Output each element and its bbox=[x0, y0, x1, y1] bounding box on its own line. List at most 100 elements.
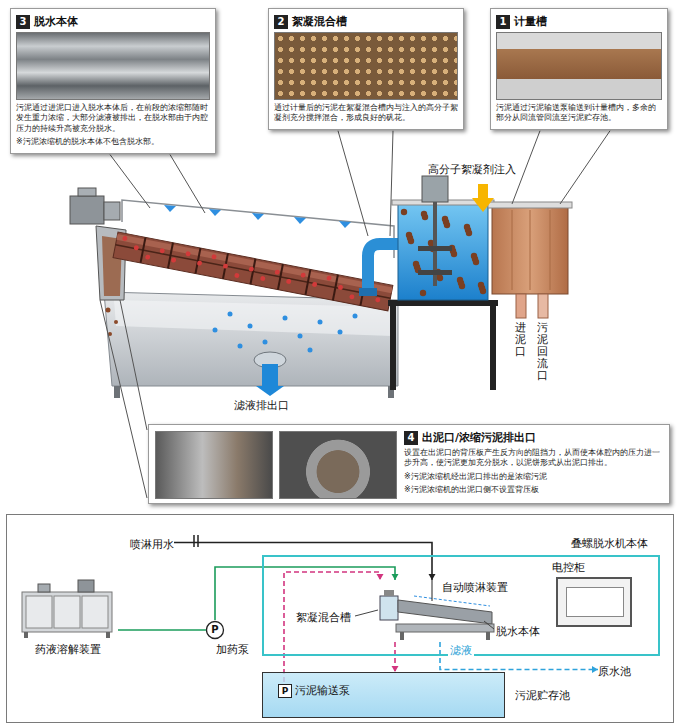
arrowhead bbox=[392, 574, 399, 580]
node-label: 喷淋用水 bbox=[130, 538, 174, 551]
vertical-label: 进泥口 bbox=[515, 322, 526, 358]
connector bbox=[284, 572, 384, 682]
drawing bbox=[396, 624, 494, 632]
sludge-dot bbox=[171, 257, 177, 263]
drawing bbox=[26, 596, 52, 628]
node-label: 原水池 bbox=[598, 665, 631, 678]
callout-box: 3 脱水本体污泥通过进泥口进入脱水本体后，在前段的浓缩部随时发生重力浓缩，大部分滤… bbox=[10, 8, 216, 154]
callout-text-column: 4 出泥口/浓缩污泥排出口设置在出泥口的背压板产生反方向的阻挡力，从而使本体腔内的… bbox=[404, 430, 664, 496]
floc-dot bbox=[442, 216, 448, 222]
sludge-dot bbox=[223, 263, 229, 269]
sludge-dot bbox=[197, 260, 203, 266]
raw-water-tank: 原水池 bbox=[598, 660, 631, 679]
source-label: 喷淋用水 bbox=[130, 533, 174, 552]
sludge-dot bbox=[326, 275, 332, 281]
callout-box: 2絮凝混合槽通过计量后的污泥在絮凝混合槽内与注入的高分子絮凝剂充分搅拌混合，形成… bbox=[268, 8, 464, 130]
floc-dot bbox=[471, 253, 477, 259]
arrowhead bbox=[429, 574, 436, 580]
annotation-label: 滤液排出口 bbox=[234, 398, 289, 413]
sludge-dot bbox=[312, 282, 318, 288]
floc-dot bbox=[464, 224, 470, 230]
drawing bbox=[414, 596, 490, 606]
drawing bbox=[398, 600, 492, 624]
screw-ring bbox=[168, 243, 173, 269]
floc-dot bbox=[421, 211, 427, 217]
screw-ring bbox=[223, 253, 228, 279]
arrowhead bbox=[592, 666, 598, 673]
connector-line bbox=[118, 629, 206, 631]
sludge-dot bbox=[300, 272, 306, 278]
leader-line bbox=[390, 131, 393, 236]
leader-line bbox=[100, 300, 147, 498]
pump-label: 污泥输送泵 bbox=[295, 683, 350, 698]
sludge-tank: 污泥贮存池 P污泥输送泵 bbox=[262, 672, 582, 720]
connector bbox=[440, 642, 598, 673]
control-cabinet: 电控柜 bbox=[552, 560, 636, 632]
vertical-label: 污泥回流口 bbox=[537, 322, 548, 382]
callout-heading: 脱水本体 bbox=[34, 14, 78, 29]
dosing-device-drawing bbox=[18, 578, 118, 640]
connector bbox=[392, 642, 399, 672]
drawing bbox=[82, 596, 108, 628]
callout-heading-row: 3 脱水本体 bbox=[16, 14, 210, 29]
cabinet-label: 电控柜 bbox=[552, 560, 585, 575]
callout-number: 4 bbox=[404, 431, 418, 445]
photo bbox=[279, 431, 397, 499]
sludge-dot bbox=[249, 266, 255, 272]
connector-line bbox=[174, 543, 432, 581]
floc-dot bbox=[401, 209, 407, 215]
pump-letter: P bbox=[278, 684, 292, 698]
floc-dot bbox=[413, 261, 419, 267]
callout-note: ※污泥浓缩机经出泥口排出的是浓缩污泥 bbox=[404, 472, 664, 482]
drawing bbox=[24, 632, 28, 638]
callout-box: 4 出泥口/浓缩污泥排出口设置在出泥口的背压板产生反方向的阻挡力，从而使本体腔内的… bbox=[148, 424, 670, 504]
photo bbox=[274, 32, 458, 100]
photo bbox=[16, 32, 210, 100]
floc-dot bbox=[406, 232, 412, 238]
drawing bbox=[432, 580, 433, 601]
leader-line bbox=[484, 621, 494, 629]
photo bbox=[155, 431, 273, 499]
pump-letter: P bbox=[206, 623, 224, 637]
leader-line bbox=[355, 610, 378, 616]
drawing bbox=[38, 584, 50, 592]
region-heading: 叠螺脱水机本体 bbox=[571, 536, 648, 551]
drawing bbox=[380, 596, 398, 620]
callout-body: 设置在出泥口的背压板产生反方向的阻挡力，从而使本体腔内的压力进一步升高，使污泥更… bbox=[404, 448, 664, 469]
drawing bbox=[400, 632, 404, 640]
sludge-dot bbox=[274, 269, 280, 275]
cabinet-box bbox=[556, 577, 632, 627]
drawing bbox=[207, 622, 224, 639]
floc-dot bbox=[457, 277, 463, 283]
callout-body: 污泥通过污泥输送泵输送到计量槽内，多余的部分从回流管回流至污泥贮存池。 bbox=[496, 103, 662, 124]
sludge-dot bbox=[159, 248, 165, 254]
part-label: 自动喷淋装置 bbox=[442, 580, 508, 595]
sludge-dot bbox=[234, 273, 240, 279]
leader-line bbox=[170, 155, 205, 213]
edge-label: 滤液 bbox=[448, 643, 474, 658]
connector-line bbox=[284, 572, 380, 682]
screw-ring bbox=[333, 275, 338, 301]
callout-body: 污泥通过进泥口进入脱水本体后，在前段的浓缩部随时发生重力浓缩，大部分滤液被排出，… bbox=[16, 103, 210, 134]
callout-heading-row: 1 计量槽 bbox=[496, 14, 662, 29]
drawing bbox=[78, 580, 94, 592]
drawing bbox=[106, 632, 110, 638]
sludge-dot bbox=[375, 297, 381, 303]
dewatering-machine: 自动喷淋装置絮凝混合槽脱水本体 bbox=[296, 580, 545, 642]
callout-number: 3 bbox=[16, 15, 30, 29]
connector bbox=[118, 630, 206, 631]
callout-heading: 出泥口/浓缩污泥排出口 bbox=[422, 430, 536, 445]
device-label: 药液溶解装置 bbox=[18, 642, 118, 657]
sludge-dot bbox=[134, 245, 140, 251]
cabinet-panel bbox=[566, 587, 624, 617]
screw-ring bbox=[278, 264, 283, 290]
pump-label: 加药泵 bbox=[216, 642, 249, 657]
callout-number: 1 bbox=[496, 15, 510, 29]
callout-heading: 计量槽 bbox=[514, 14, 547, 29]
sludge-dot bbox=[349, 294, 355, 300]
tank-label: 污泥贮存池 bbox=[515, 688, 570, 703]
sludge-dot bbox=[338, 285, 344, 291]
sludge-dot bbox=[260, 276, 266, 282]
part-label: 絮凝混合槽 bbox=[296, 610, 351, 625]
callout-heading-row: 2絮凝混合槽 bbox=[274, 14, 458, 29]
